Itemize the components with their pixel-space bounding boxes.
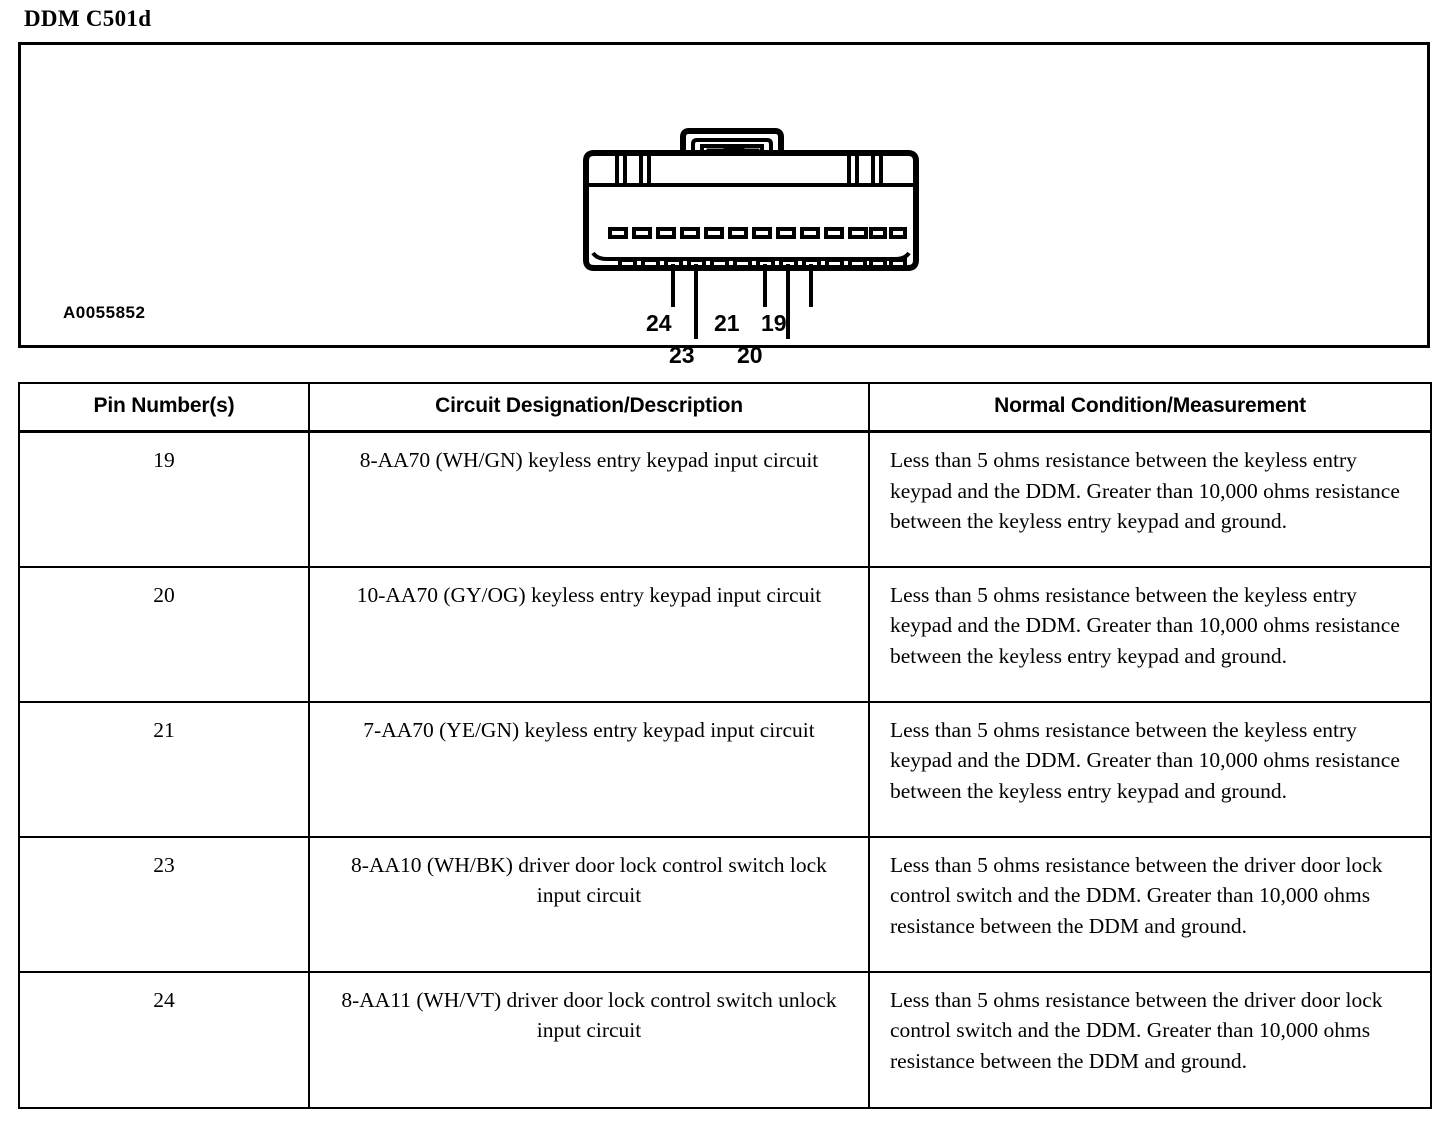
table-header-row: Pin Number(s) Circuit Designation/Descri… bbox=[18, 382, 1432, 433]
table-row: 19 8-AA70 (WH/GN) keyless entry keypad i… bbox=[18, 430, 1432, 568]
cell-description: 8-AA70 (WH/GN) keyless entry keypad inpu… bbox=[308, 430, 870, 568]
cell-measurement: Less than 5 ohms resistance between the … bbox=[868, 430, 1432, 568]
cell-measurement: Less than 5 ohms resistance between the … bbox=[868, 835, 1432, 973]
callout-label-20: 20 bbox=[737, 342, 763, 368]
callout-label-23: 23 bbox=[669, 342, 695, 368]
cell-pin-number: 20 bbox=[18, 565, 310, 703]
callout-label-19: 19 bbox=[761, 310, 787, 336]
connector-face-illustration bbox=[583, 128, 919, 339]
table-row: 24 8-AA11 (WH/VT) driver door lock contr… bbox=[18, 970, 1432, 1109]
callout-leader-lines bbox=[671, 264, 813, 339]
cell-measurement: Less than 5 ohms resistance between the … bbox=[868, 565, 1432, 703]
table-row: 21 7-AA70 (YE/GN) keyless entry keypad i… bbox=[18, 700, 1432, 838]
cell-pin-number: 21 bbox=[18, 700, 310, 838]
callout-label-21: 21 bbox=[714, 310, 740, 336]
page-title: DDM C501d bbox=[24, 6, 152, 31]
cell-description: 7-AA70 (YE/GN) keyless entry keypad inpu… bbox=[308, 700, 870, 838]
cell-pin-number: 24 bbox=[18, 970, 310, 1109]
column-header-circuit: Circuit Designation/Description bbox=[308, 382, 870, 433]
table-row: 23 8-AA10 (WH/BK) driver door lock contr… bbox=[18, 835, 1432, 973]
callout-label-24: 24 bbox=[646, 310, 672, 336]
connector-housing bbox=[583, 150, 919, 271]
cavity-row-upper bbox=[608, 227, 907, 239]
cell-measurement: Less than 5 ohms resistance between the … bbox=[868, 700, 1432, 838]
cell-description: 8-AA11 (WH/VT) driver door lock control … bbox=[308, 970, 870, 1109]
table-row: 20 10-AA70 (GY/OG) keyless entry keypad … bbox=[18, 565, 1432, 703]
cell-measurement: Less than 5 ohms resistance between the … bbox=[868, 970, 1432, 1109]
cell-description: 8-AA10 (WH/BK) driver door lock control … bbox=[308, 835, 870, 973]
figure-reference-code: A0055852 bbox=[63, 303, 146, 322]
cell-description: 10-AA70 (GY/OG) keyless entry keypad inp… bbox=[308, 565, 870, 703]
column-header-measurement: Normal Condition/Measurement bbox=[868, 382, 1432, 433]
cell-pin-number: 19 bbox=[18, 430, 310, 568]
pin-specification-table: Pin Number(s) Circuit Designation/Descri… bbox=[18, 382, 1432, 1109]
column-header-pin-number: Pin Number(s) bbox=[18, 382, 310, 433]
cell-pin-number: 23 bbox=[18, 835, 310, 973]
connector-diagram-panel: 24 21 19 23 20 A0055852 bbox=[18, 42, 1430, 368]
